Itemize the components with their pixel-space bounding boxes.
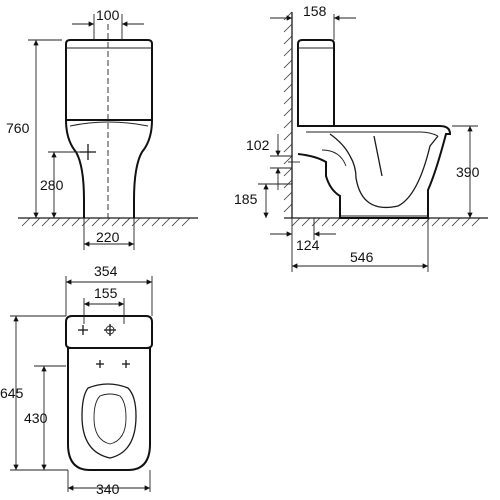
front-tank (65, 39, 153, 121)
side-wall-hatch (283, 11, 293, 213)
dim-side-outlet-height: 185 (234, 191, 258, 207)
top-tank (65, 315, 153, 349)
side-view: 158 102 185 390 124 546 (234, 3, 488, 272)
front-inlet-mark (80, 144, 96, 160)
dim-side-outlet-offset: 102 (246, 137, 270, 153)
top-bowl (67, 347, 151, 471)
dim-top-tank-width: 354 (94, 263, 118, 279)
dim-top-holes-spacing: 155 (94, 285, 118, 301)
top-seat (81, 383, 137, 459)
front-pedestal (65, 119, 153, 218)
dim-front-top-width: 100 (96, 7, 120, 23)
dim-side-tank-depth: 158 (303, 3, 327, 19)
top-view: 354 155 645 430 340 (0, 263, 153, 497)
front-floor-hatch (21, 217, 191, 227)
dim-top-length: 645 (0, 385, 24, 401)
dim-top-bowl-length: 430 (24, 410, 48, 426)
dim-side-depth: 546 (350, 249, 374, 265)
side-bowl (297, 125, 452, 219)
dim-front-height: 760 (6, 120, 30, 136)
top-flush-holes (78, 324, 130, 368)
dim-side-wall-gap: 124 (296, 237, 320, 253)
front-view: 100 760 280 220 (6, 7, 198, 250)
side-floor-hatch (291, 217, 481, 227)
dim-side-seat-height: 390 (456, 164, 480, 180)
dim-front-inlet-height: 280 (40, 177, 64, 193)
dim-top-bowl-width: 340 (96, 481, 120, 497)
dim-front-base-width: 220 (96, 229, 120, 245)
side-tank (297, 39, 335, 127)
